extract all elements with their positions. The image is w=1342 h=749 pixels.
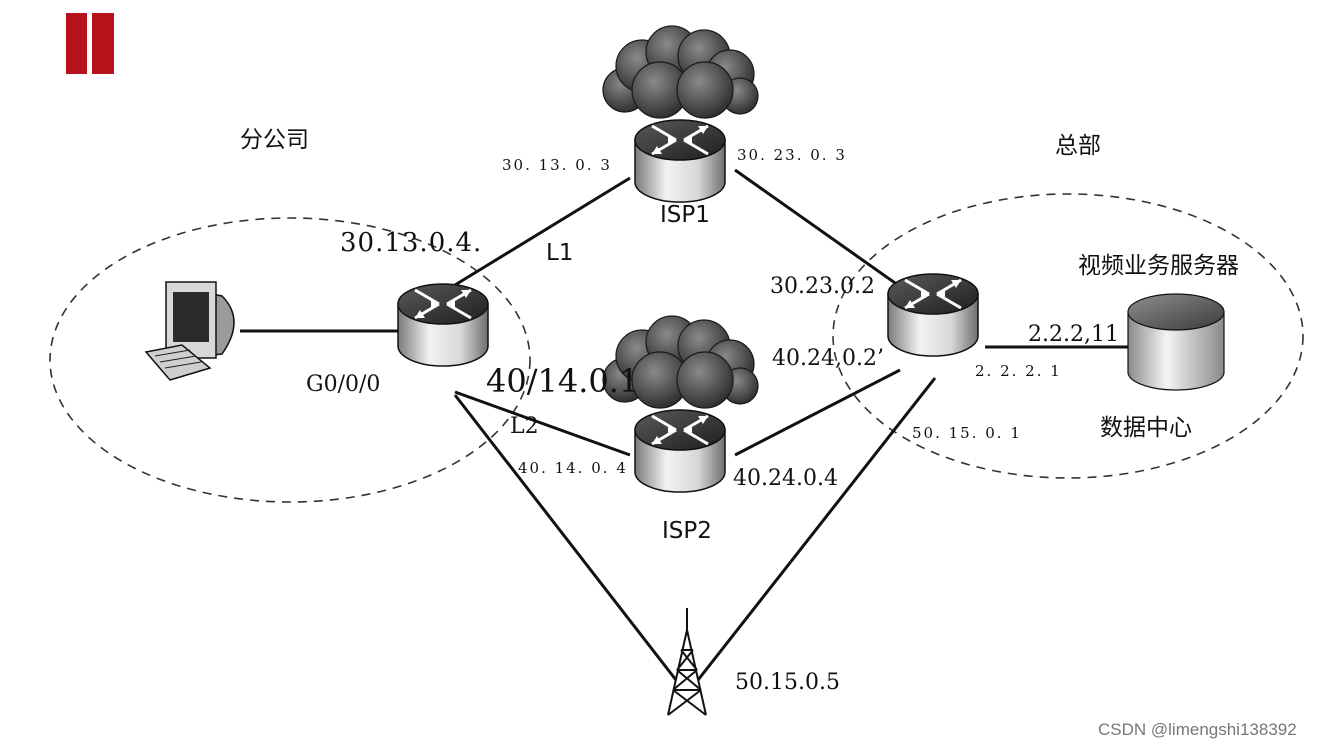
radio-tower-icon <box>667 608 707 716</box>
video-server-label: 视频业务服务器 <box>1078 253 1239 279</box>
link-l1-branch-isp1 <box>454 176 631 287</box>
tower-ip-label: 50.15.0.5 <box>735 670 840 695</box>
branch-l2-interface-ip: 40/14.0.1 <box>486 362 640 400</box>
branch-l1-interface-ip: 30.13.0.4. <box>340 228 483 258</box>
isp2-label: ISP2 <box>662 518 712 544</box>
hq-site-label: 总部 <box>1055 133 1101 159</box>
links <box>240 168 1130 681</box>
computer-icon <box>144 281 235 381</box>
isp2-hq-interface-ip: 40.24.0.4 <box>733 466 838 491</box>
hq-site-boundary <box>832 193 1304 479</box>
hq-router-icon <box>886 272 980 358</box>
hq-isp1-interface-ip: 30.23.0.2 <box>770 274 875 299</box>
isp1-router-icon <box>633 118 727 204</box>
hq-isp2-interface-ip: 40.24,0.2’ <box>772 346 884 371</box>
link-l2-branch-isp2 <box>454 390 631 457</box>
isp1-branch-interface-ip: 30. 13. 0. 3 <box>502 156 612 174</box>
isp1-hq-interface-ip: 30. 23. 0. 3 <box>737 146 847 164</box>
branch-router-icon <box>396 282 490 368</box>
link-isp1-hq <box>734 168 906 292</box>
link-hq-tower <box>696 377 937 681</box>
logo-icon <box>66 13 114 74</box>
link-branch-tower <box>453 394 678 681</box>
isp2-branch-interface-ip: 40. 14. 0. 4 <box>518 459 628 477</box>
watermark-text: CSDN @limengshi138392 <box>1098 720 1297 739</box>
isp2-router-icon <box>633 408 727 494</box>
branch-g0-interface-label: G0/0/0 <box>306 372 381 397</box>
link-isp2-hq <box>734 368 901 457</box>
database-server-icon <box>1127 293 1225 391</box>
server-ip-label: 2.2.2,11 <box>1028 322 1119 347</box>
link-l2-label: L2 <box>510 414 539 439</box>
isp1-label: ISP1 <box>660 202 710 228</box>
datacenter-label: 数据中心 <box>1100 415 1192 441</box>
branch-site-boundary <box>49 217 531 503</box>
hq-lan-interface-ip: 2. 2. 2. 1 <box>975 362 1062 380</box>
link-l1-label: L1 <box>546 240 574 266</box>
hq-wireless-interface-ip: 50. 15. 0. 1 <box>912 424 1022 442</box>
branch-site-label: 分公司 <box>240 127 309 153</box>
isp1-cloud-icon <box>602 25 759 119</box>
